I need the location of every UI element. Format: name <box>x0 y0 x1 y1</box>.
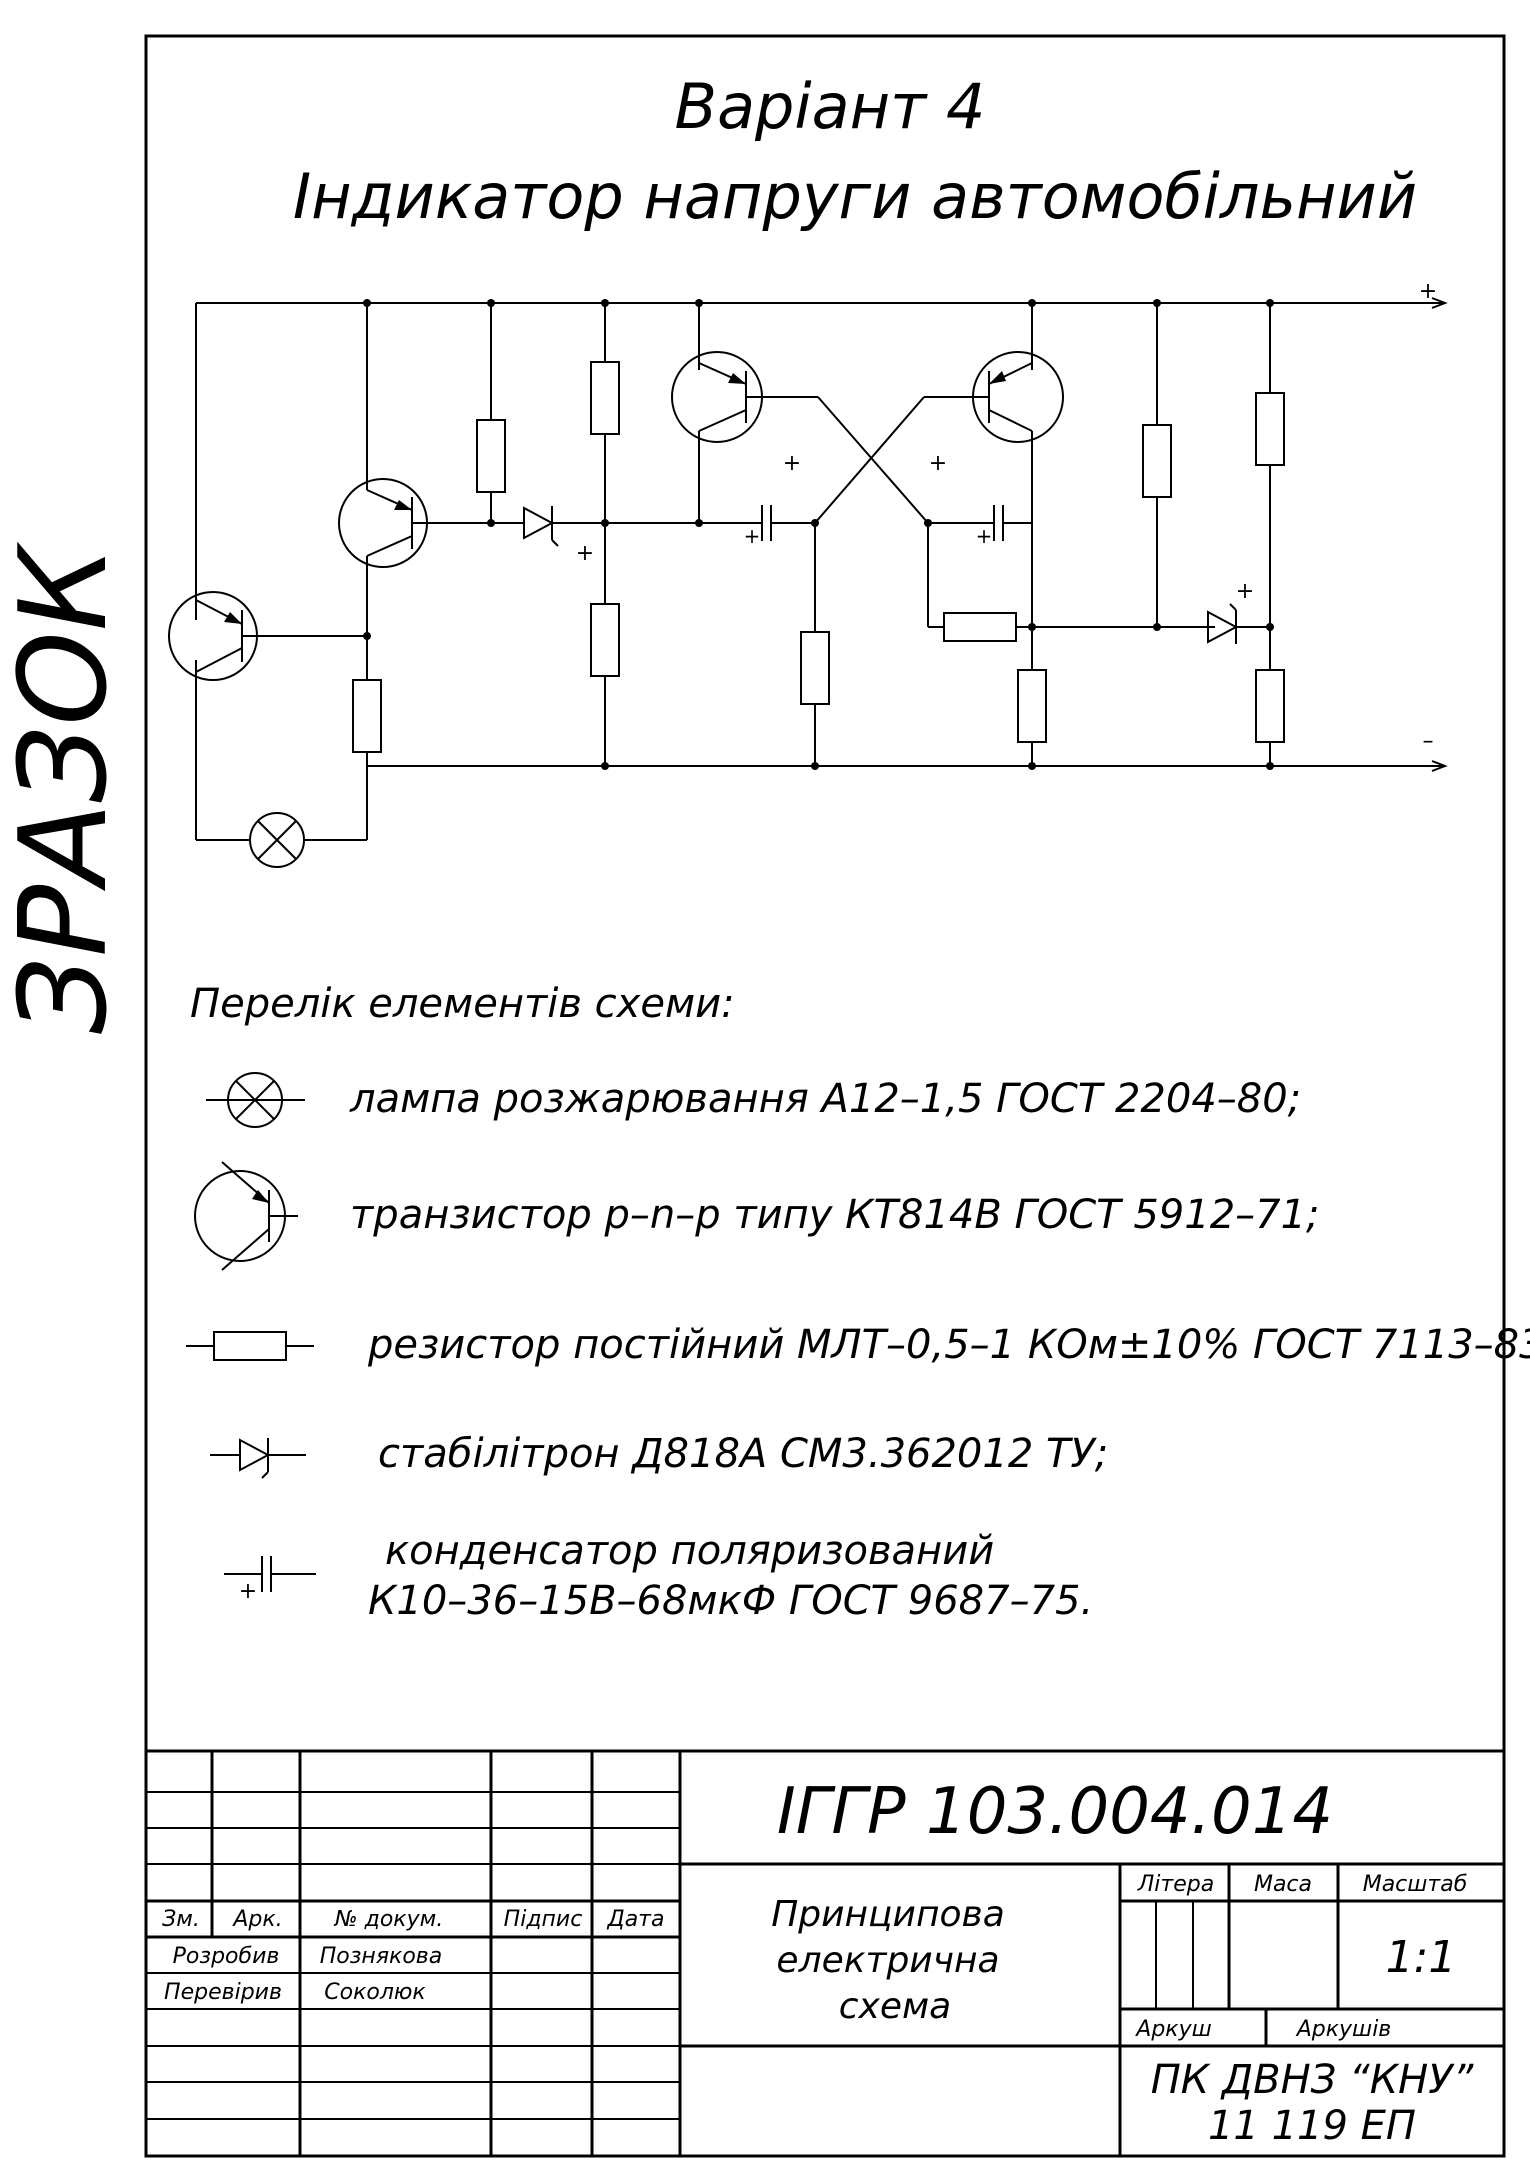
title-variant: Варіант 4 <box>675 70 986 143</box>
col-date-label: Дата <box>607 1907 665 1932</box>
doc-name-line-1: Принципова <box>771 1894 1005 1935</box>
legend-transistor-symbol <box>194 1161 298 1271</box>
junction-dots <box>363 299 1274 770</box>
zener-diode-1 <box>523 506 559 547</box>
resistor-r8 <box>1142 424 1172 498</box>
c2-polarity: + <box>976 524 993 548</box>
resistor-r3 <box>590 361 620 435</box>
resistor-r5 <box>800 631 830 705</box>
legend-capacitor-polarity: + <box>239 1579 257 1604</box>
transistor-3 <box>671 351 818 443</box>
sample-stamp: ЗРАЗОК <box>0 541 134 1034</box>
checked-by-name: Соколюк <box>324 1980 426 2005</box>
polarity-mark-3: + <box>929 451 947 476</box>
resistor-r2 <box>476 419 506 493</box>
legend-zener-symbol <box>210 1438 306 1479</box>
sheet-label: Аркуш <box>1134 2017 1211 2042</box>
col-doc-label: № докум. <box>334 1907 443 1932</box>
plus-terminal-label: + <box>1419 279 1437 304</box>
resistor-r10 <box>1255 669 1285 743</box>
legend-capacitor-symbol: + <box>224 1556 316 1604</box>
col-ark-label: Арк. <box>231 1907 282 1932</box>
legend-heading: Перелік елементів схеми: <box>190 981 735 1027</box>
circuit-schematic: + – <box>168 279 1448 868</box>
resistor-r9 <box>1255 392 1285 466</box>
sheets-label: Аркушів <box>1295 2017 1392 2042</box>
transistor-4 <box>924 351 1064 443</box>
minus-terminal-label: – <box>1423 729 1434 754</box>
developed-by-name: Познякова <box>320 1944 443 1969</box>
legend-zener-text: стабілітрон Д818А СМ3.362012 ТУ; <box>378 1431 1108 1477</box>
col-sign-label: Підпис <box>504 1907 583 1932</box>
scale-label: Масштаб <box>1363 1872 1468 1897</box>
organization-line-2: 11 119 ЕП <box>1208 2103 1416 2149</box>
capacitor-c1: + <box>744 505 815 548</box>
lamp-symbol <box>249 812 305 868</box>
doc-name-line-3: схема <box>839 1986 951 2027</box>
title-block <box>146 1749 1504 2156</box>
resistor-r6 <box>943 612 1017 642</box>
transistor-1 <box>168 591 367 681</box>
legend-resistor-text: резистор постійний МЛТ–0,5–1 КОм±10% ГОС… <box>367 1322 1530 1368</box>
polarity-mark-4: + <box>1236 579 1254 604</box>
scale-value: 1:1 <box>1386 1932 1457 1983</box>
developed-by-label: Розробив <box>173 1944 280 1969</box>
litera-label: Літера <box>1137 1872 1214 1897</box>
document-code: ІГГР 103.004.014 <box>777 1775 1333 1849</box>
legend-lamp-symbol <box>206 1072 305 1128</box>
legend-capacitor-text-1: конденсатор поляризований <box>385 1528 994 1574</box>
organization-line-1: ПК ДВНЗ “КНУ” <box>1151 2057 1474 2103</box>
transistor-2 <box>338 478 428 568</box>
doc-name-line-2: електрична <box>776 1940 999 1981</box>
legend-resistor-symbol <box>186 1331 314 1361</box>
resistor-r1 <box>352 679 382 753</box>
legend-transistor-text: транзистор p–n–p типу КТ814В ГОСТ 5912–7… <box>350 1192 1320 1238</box>
zener-diode-2 <box>1207 603 1239 644</box>
sheet-frame <box>144 34 1506 2158</box>
c1-polarity: + <box>744 524 761 548</box>
polarity-mark-2: + <box>783 451 801 476</box>
mass-label: Маса <box>1254 1872 1312 1897</box>
resistor-r7 <box>1017 669 1047 743</box>
title-device: Індикатор напруги автомобільний <box>293 160 1417 233</box>
resistor-r4 <box>590 603 620 677</box>
legend-capacitor-text-2: К10–36–15В–68мкФ ГОСТ 9687–75. <box>368 1578 1093 1624</box>
col-zm-label: Зм. <box>162 1907 200 1932</box>
checked-by-label: Перевірив <box>164 1980 282 2005</box>
legend-lamp-text: лампа розжарювання А12–1,5 ГОСТ 2204–80; <box>349 1076 1301 1122</box>
capacitor-c2: + <box>928 505 1032 548</box>
polarity-mark-1: + <box>576 541 594 566</box>
